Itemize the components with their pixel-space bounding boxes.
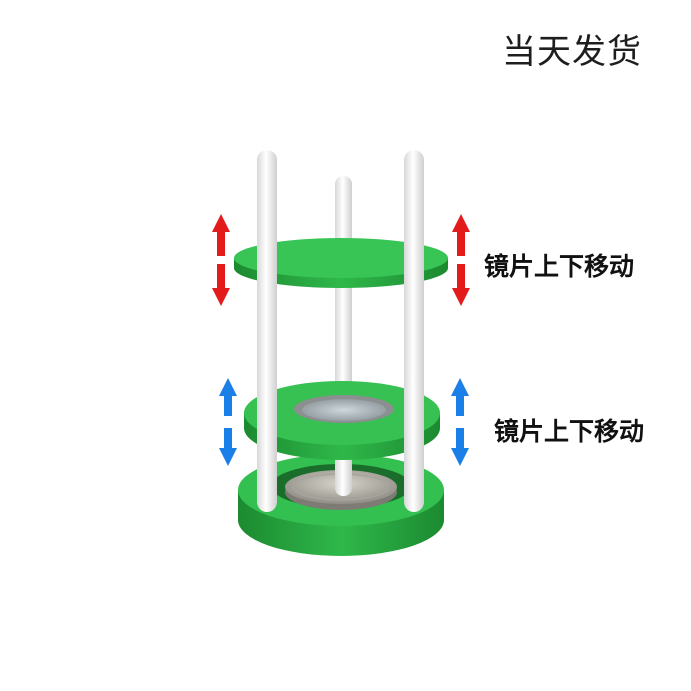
double-arrow-red-icon <box>212 214 230 306</box>
double-arrow-blue-icon <box>451 378 469 466</box>
double-arrow-red-icon <box>452 214 470 306</box>
rod-right <box>404 150 424 512</box>
bottom-lens-move-label: 镜片上下移动 <box>494 417 645 446</box>
top-lens-move-label: 镜片上下移动 <box>484 252 635 281</box>
rod-left <box>257 150 277 512</box>
lower-lens-ring <box>244 381 440 460</box>
upper-lens-ring <box>234 238 448 288</box>
double-arrow-blue-icon <box>219 378 237 466</box>
same-day-shipping-text: 当天发货 <box>502 32 642 72</box>
